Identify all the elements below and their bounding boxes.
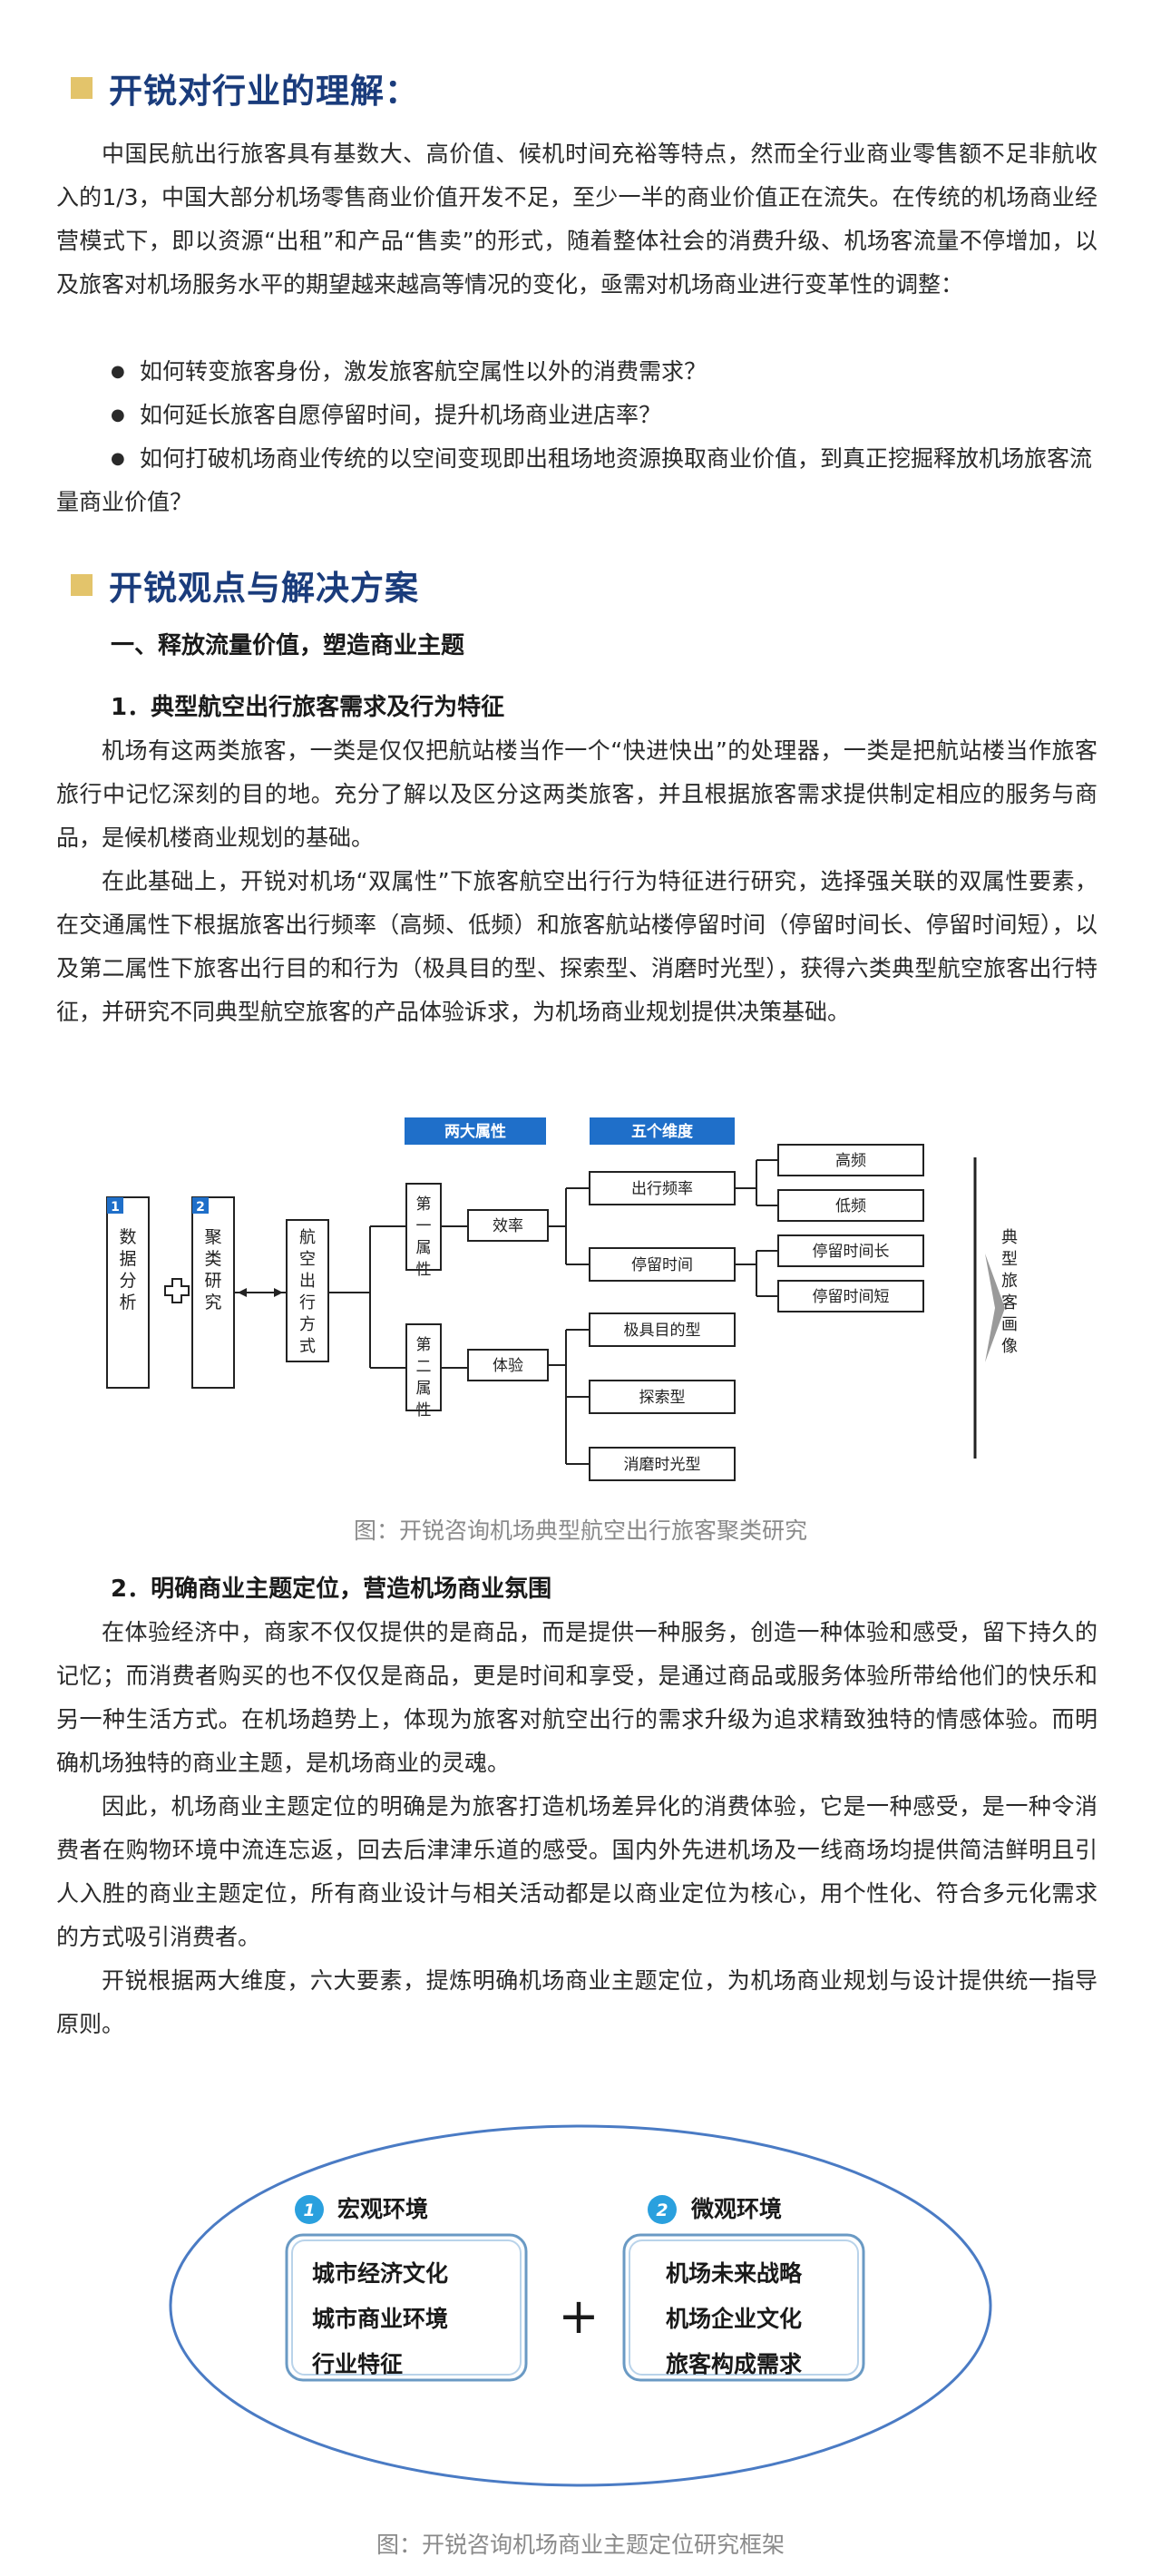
link-line <box>328 1225 406 1369</box>
leisure-label: 消磨时光型 <box>624 1456 701 1474</box>
number-badge <box>192 1197 209 1214</box>
macro-number-badge <box>295 2195 324 2224</box>
heading-square-icon <box>71 574 93 596</box>
low-label: 低频 <box>835 1197 866 1215</box>
high-label: 高频 <box>835 1152 866 1170</box>
link-line <box>548 1187 590 1265</box>
item1-paragraph-1: 机场有这两类旅客，一类是仅仅把航站楼当作一个“快进快出”的处理器，一类是把航站楼… <box>56 737 1098 851</box>
header-five-dimensions <box>590 1117 735 1145</box>
micro-item: 旅客构成需求 <box>666 2351 802 2377</box>
data-analysis-label: 数据分析 <box>119 1227 136 1312</box>
item2-paragraph-1: 在体验经济中，商家不仅仅提供的是商品，而是提供一种服务，创造一种体验和感受，留下… <box>56 1619 1098 1776</box>
freq-label: 出行频率 <box>631 1180 693 1198</box>
section2-subheading: 一、释放流量价值，塑造商业主题 <box>111 632 465 659</box>
experience-label: 体验 <box>493 1357 523 1375</box>
cluster-research-label: 聚类研究 <box>204 1227 221 1312</box>
number-badge <box>107 1197 123 1214</box>
attr1-label: 第一属性 <box>416 1195 432 1279</box>
purpose-label: 极具目的型 <box>624 1322 701 1340</box>
macro-number: 1 <box>303 2200 315 2220</box>
bullet-item: 如何转变旅客身份，激发旅客航空属性以外的消费需求？ <box>56 350 1098 394</box>
section1-heading: 开锐对行业的理解： <box>71 65 419 111</box>
portrait-label: 典型旅客画像 <box>1001 1228 1018 1356</box>
link-line <box>548 1329 590 1465</box>
macro-title: 宏观环境 <box>337 2196 428 2222</box>
travel-mode-label: 航空出行方式 <box>299 1228 316 1356</box>
chevron-right-icon <box>985 1254 1005 1362</box>
bullet-item: 如何打破机场商业传统的以空间变现即出租场地资源换取商业价值，到真正挖掘释放机场旅… <box>56 437 1098 524</box>
micro-title: 微观环境 <box>690 2196 782 2222</box>
long-label: 停留时间长 <box>813 1243 890 1261</box>
travel-mode-box <box>286 1219 329 1362</box>
macro-box-inner <box>291 2239 522 2376</box>
item2-paragraph-2: 因此，机场商业主题定位的明确是为旅客打造机场差异化的消费体验，它是一种感受，是一… <box>56 1793 1098 1950</box>
item2-title: 2．明确商业主题定位，营造机场商业氛围 <box>111 1576 552 1603</box>
section1-title: 开锐对行业的理解： <box>109 72 419 111</box>
plus-icon <box>164 1278 190 1303</box>
badge-2-text: 2 <box>196 1200 205 1215</box>
diagram1-caption: 图：开锐咨询机场典型航空出行旅客聚类研究 <box>353 1517 807 1544</box>
badge-1-text: 1 <box>111 1200 120 1215</box>
macro-box <box>285 2233 528 2382</box>
micro-box-inner <box>629 2239 859 2376</box>
micro-item: 机场未来战略 <box>666 2260 803 2287</box>
theme-positioning-framework: 1 宏观环境 城市经济文化 城市商业环境 行业特征 + 2 微观环境 机场未来战… <box>169 2124 992 2487</box>
passenger-cluster-diagram: 两大属性 五个维度 1 2 数据分析 聚类研究 航空出行方式 第一属性 第二属性… <box>106 1117 1018 1481</box>
header-right-text: 五个维度 <box>631 1122 694 1141</box>
section1-paragraph: 中国民航出行旅客具有基数大、高价值、候机时间充裕等特点，然而全行业商业零售额不足… <box>56 141 1098 298</box>
macro-item: 城市商业环境 <box>312 2306 448 2332</box>
attr2-label: 第二属性 <box>416 1336 432 1420</box>
arrow-left-icon <box>238 1288 247 1297</box>
outer-ellipse <box>169 2124 992 2487</box>
item1-title: 1．典型航空出行旅客需求及行为特征 <box>111 694 505 721</box>
micro-number: 2 <box>656 2200 668 2220</box>
link-line <box>735 1250 778 1297</box>
plus-sign: + <box>558 2288 599 2345</box>
micro-box <box>622 2233 865 2382</box>
explore-label: 探索型 <box>639 1389 686 1407</box>
micro-number-badge <box>648 2195 677 2224</box>
link-line <box>441 1225 468 1369</box>
header-left-text: 两大属性 <box>444 1122 506 1141</box>
diagram2-caption: 图：开锐咨询机场商业主题定位研究框架 <box>376 2532 785 2558</box>
short-label: 停留时间短 <box>813 1288 890 1306</box>
header-two-attributes <box>405 1117 546 1145</box>
item2-paragraph-3: 开锐根据两大维度，六大要素，提炼明确机场商业主题定位，为机场商业规划与设计提供统… <box>56 1967 1098 2037</box>
section2-heading: 开锐观点与解决方案 <box>71 562 419 608</box>
macro-item: 行业特征 <box>311 2351 403 2377</box>
item1-paragraph-2: 在此基础上，开锐对机场“双属性”下旅客航空出行行为特征进行研究，选择强关联的双属… <box>56 868 1098 1025</box>
macro-item: 城市经济文化 <box>312 2260 448 2287</box>
stay-label: 停留时间 <box>631 1256 693 1274</box>
micro-item: 机场企业文化 <box>666 2306 802 2332</box>
link-line <box>735 1159 778 1206</box>
section1-bullet-list: 如何转变旅客身份，激发旅客航空属性以外的消费需求？ 如何延长旅客自愿停留时间，提… <box>56 350 1098 524</box>
heading-square-icon <box>71 77 93 99</box>
efficiency-label: 效率 <box>493 1217 523 1235</box>
bullet-item: 如何延长旅客自愿停留时间，提升机场商业进店率？ <box>56 394 1098 437</box>
arrow-right-icon <box>274 1288 283 1297</box>
section2-title: 开锐观点与解决方案 <box>109 569 419 608</box>
data-analysis-box <box>106 1196 150 1389</box>
